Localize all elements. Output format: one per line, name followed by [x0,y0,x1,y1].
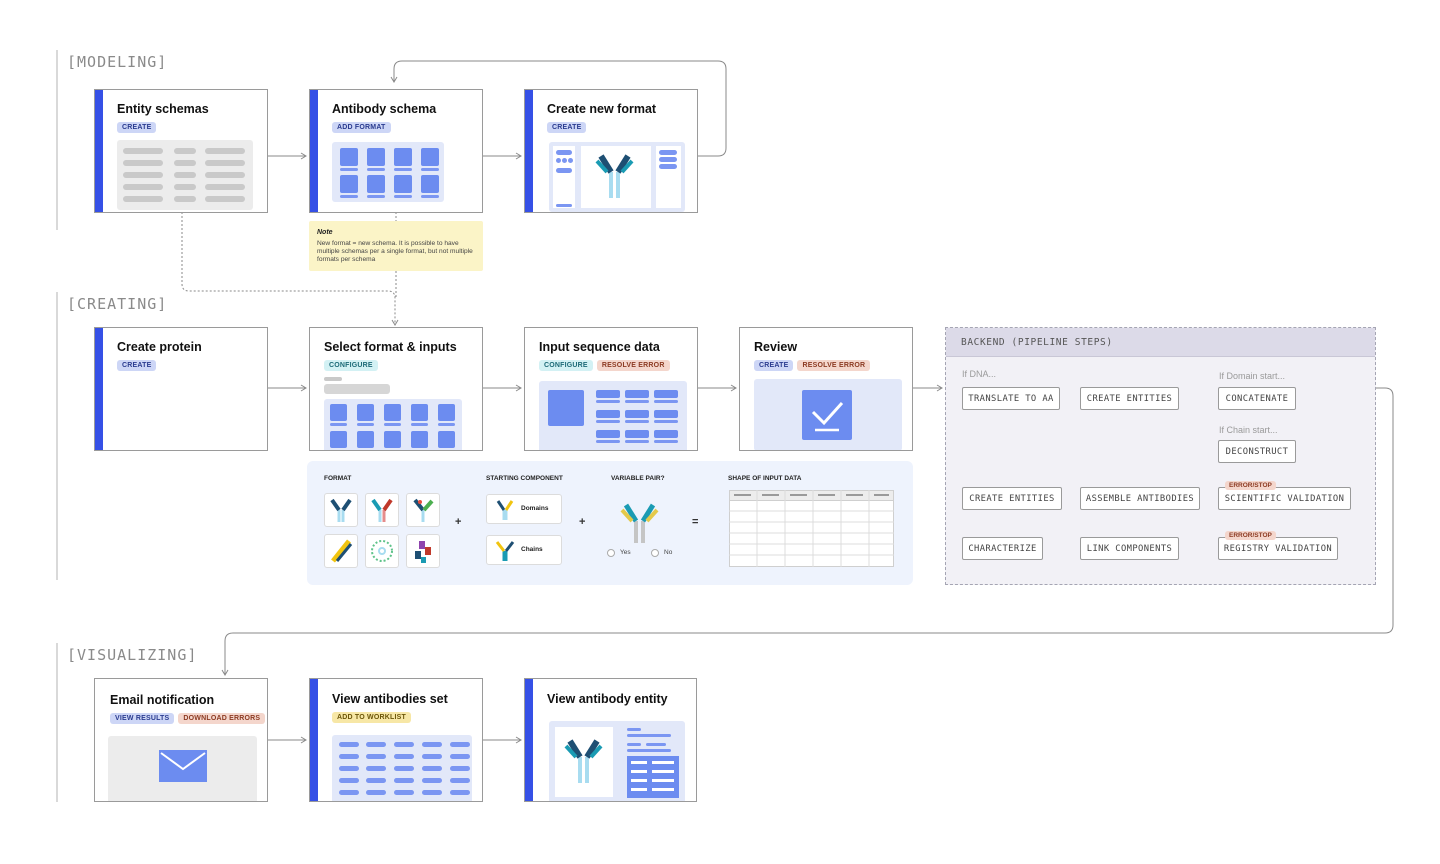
component-label: Domains [521,505,549,512]
create-format-card[interactable]: Create new format CREATE [524,89,698,213]
card-title: Antibody schema [332,102,437,116]
format-option-icon[interactable] [365,493,399,527]
component-domains[interactable]: Domains [486,494,562,524]
envelope-icon [159,750,207,782]
visualizing-rule [56,643,58,802]
note-title: Note [317,229,333,236]
antibodies-set-card[interactable]: View antibodies set ADD TO WORKLIST [309,678,483,802]
review-preview [754,379,902,450]
sequence-preview [539,381,687,450]
condition-domain: If Domain start... [1219,371,1286,381]
step-registry-validation[interactable]: REGISTRY VALIDATION [1218,537,1338,560]
card-title: Create protein [117,340,202,354]
email-notification-card[interactable]: Email notification VIEW RESULTS DOWNLOAD… [94,678,268,802]
section-label-modeling: [MODELING] [67,53,168,71]
radio-no-label: No [664,549,673,556]
resolve-error-tag[interactable]: RESOLVE ERROR [797,360,871,371]
step-concatenate[interactable]: CONCATENATE [1218,387,1296,410]
antibody-icon [564,739,603,783]
step-create-entities[interactable]: CREATE ENTITIES [1080,387,1179,410]
radio-no[interactable] [651,549,659,557]
format-option-icon[interactable] [406,534,440,568]
note-box: Note New format = new schema. It is poss… [309,221,483,271]
starting-component-label: STARTING COMPONENT [486,475,563,482]
format-option-icon[interactable] [406,493,440,527]
card-title: Select format & inputs [324,340,457,354]
card-title: Entity schemas [117,102,209,116]
plus-operator: + [579,516,586,528]
backend-title: BACKEND (PIPELINE STEPS) [961,337,1113,348]
email-preview [108,736,257,801]
format-option-icon[interactable] [324,493,358,527]
antibody-schema-card[interactable]: Antibody schema ADD FORMAT [309,89,483,213]
variable-pair-label: VARIABLE PAIR? [611,475,665,482]
add-to-worklist-tag[interactable]: ADD TO WORKLIST [332,712,411,723]
card-title: Input sequence data [539,340,660,354]
format-option-icon[interactable] [324,534,358,568]
card-title: View antibody entity [547,692,668,706]
error-stop-badge: ERROR/STOP [1225,531,1276,540]
input-sequence-card[interactable]: Input sequence data CONFIGURE RESOLVE ER… [524,327,698,451]
antibody-entity-card[interactable]: View antibody entity [524,678,697,802]
create-tag[interactable]: CREATE [547,122,587,133]
step-assemble[interactable]: ASSEMBLE ANTIBODIES [1080,487,1200,510]
card-title: View antibodies set [332,692,448,706]
checkmark-icon [802,390,852,440]
resolve-error-tag[interactable]: RESOLVE ERROR [596,360,670,371]
format-config-panel: FORMAT + STARTING COMPONENT Domains Chai… [307,461,913,585]
component-label: Chains [521,546,543,553]
entity-preview [549,721,685,801]
format-label: FORMAT [324,475,352,482]
radio-yes[interactable] [607,549,615,557]
condition-dna: If DNA... [962,369,997,379]
step-translate[interactable]: TRANSLATE TO AA [962,387,1060,410]
modeling-rule [56,50,58,230]
step-deconstruct[interactable]: DECONSTRUCT [1218,440,1296,463]
step-create-entities-2[interactable]: CREATE ENTITIES [962,487,1062,510]
add-format-tag[interactable]: ADD FORMAT [332,122,391,133]
antibody-icon [595,154,634,198]
plus-operator: + [455,516,462,528]
input-data-grid [729,490,894,567]
format-grid-preview [332,142,444,202]
card-title: Email notification [110,693,215,707]
creating-rule [56,292,58,580]
step-link-components[interactable]: LINK COMPONENTS [1080,537,1179,560]
antibodies-table-preview [332,735,472,801]
format-option-icon[interactable] [365,534,399,568]
table-preview [117,140,253,210]
step-characterize[interactable]: CHARACTERIZE [962,537,1043,560]
variable-pair-antibody-icon [620,503,659,543]
component-chains[interactable]: Chains [486,535,562,565]
view-results-tag[interactable]: VIEW RESULTS [110,713,175,724]
card-title: Review [754,340,798,354]
note-body: New format = new schema. It is possible … [317,240,473,263]
configure-tag[interactable]: CONFIGURE [324,360,378,371]
entity-schemas-card[interactable]: Entity schemas CREATE [94,89,268,213]
format-grid-preview [324,399,462,450]
condition-chain: If Chain start... [1219,425,1278,435]
create-tag[interactable]: CREATE [117,360,157,371]
format-editor-preview [549,142,685,212]
download-errors-tag[interactable]: DOWNLOAD ERRORS [178,713,266,724]
configure-tag[interactable]: CONFIGURE [539,360,593,371]
section-label-visualizing: [VISUALIZING] [67,646,198,664]
card-title: Create new format [547,102,657,116]
section-label-creating: [CREATING] [67,295,168,313]
review-card[interactable]: Review CREATE RESOLVE ERROR [739,327,913,451]
error-stop-badge: ERROR/STOP [1225,481,1276,490]
shape-input-label: SHAPE OF INPUT DATA [728,475,802,482]
equals-operator: = [692,516,699,528]
create-tag[interactable]: CREATE [117,122,157,133]
radio-yes-label: Yes [620,549,631,556]
create-tag[interactable]: CREATE [754,360,794,371]
step-scientific-validation[interactable]: SCIENTIFIC VALIDATION [1218,487,1351,510]
select-format-card[interactable]: Select format & inputs CONFIGURE [309,327,483,451]
create-protein-card[interactable]: Create protein CREATE [94,327,268,451]
